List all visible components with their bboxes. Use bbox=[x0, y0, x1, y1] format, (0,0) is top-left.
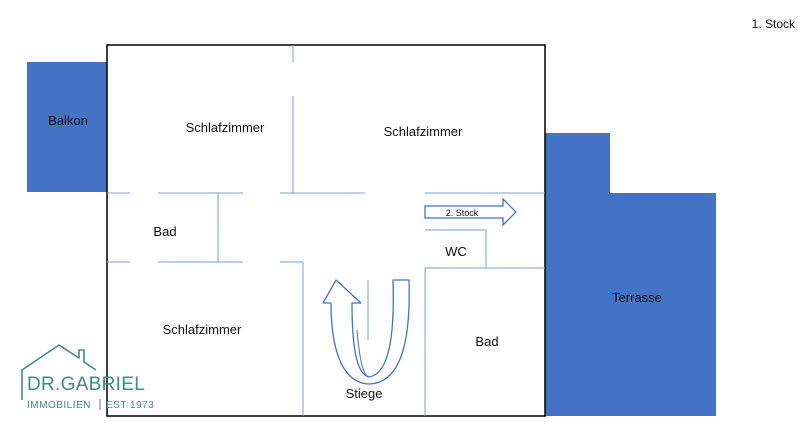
outer-walls bbox=[106, 44, 546, 417]
floor-label: 1. Stock bbox=[752, 17, 796, 31]
stairs-up-arrow: 2. Stock bbox=[424, 197, 517, 227]
room-label-bath-right: Bad bbox=[475, 334, 498, 349]
room-label-bedroom-top-right: Schlafzimmer bbox=[384, 124, 463, 139]
room-label-bedroom-top-left: Schlafzimmer bbox=[186, 120, 265, 135]
room-label-bedroom-bottom-left: Schlafzimmer bbox=[163, 322, 242, 337]
logo-sub-right: EST 1973 bbox=[106, 400, 154, 411]
interior-walls bbox=[107, 45, 545, 416]
stairs-curve-arrow-icon bbox=[322, 279, 410, 385]
terrace-label: Terrasse bbox=[612, 290, 662, 305]
room-label-stairs: Stiege bbox=[346, 386, 383, 401]
terrace-area bbox=[545, 133, 716, 416]
logo-sub-left: IMMOBILIEN bbox=[27, 400, 91, 411]
house-outline-icon bbox=[21, 344, 97, 400]
room-label-bath-left: Bad bbox=[153, 224, 176, 239]
logo-name: DR.GABRIEL bbox=[27, 374, 145, 395]
room-label-wc: WC bbox=[445, 244, 467, 259]
balcony-label: Balkon bbox=[48, 113, 88, 128]
arrow-label: 2. Stock bbox=[446, 208, 479, 218]
company-logo: DR.GABRIEL IMMOBILIEN EST 1973 bbox=[21, 344, 154, 411]
balcony-area bbox=[27, 62, 107, 192]
